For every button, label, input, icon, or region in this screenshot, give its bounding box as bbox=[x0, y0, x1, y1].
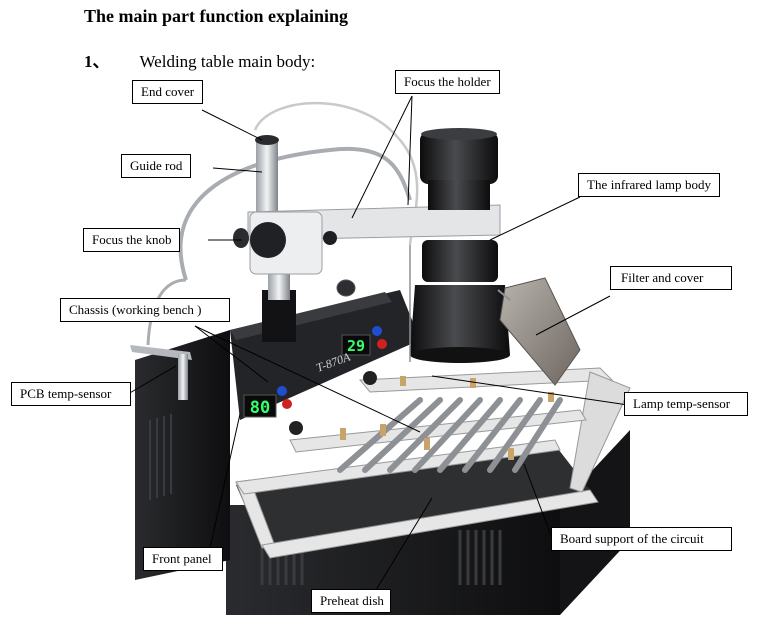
power-knob[interactable] bbox=[336, 279, 356, 297]
upper-frame-rail bbox=[358, 367, 614, 393]
filter-cover[interactable] bbox=[499, 277, 581, 386]
label-filter-cover: Filter and cover bbox=[610, 266, 732, 290]
guide-rod bbox=[256, 140, 278, 215]
focus-knob[interactable] bbox=[250, 222, 286, 258]
left-tower bbox=[135, 330, 230, 580]
section-title: Welding table main body: bbox=[139, 52, 316, 71]
preheat-up-button[interactable] bbox=[277, 386, 287, 396]
lamp-reflector bbox=[410, 285, 510, 355]
clamp-knob-back[interactable] bbox=[363, 371, 377, 385]
lamp-display bbox=[341, 334, 371, 356]
preheat-down-button[interactable] bbox=[282, 399, 292, 409]
sensor-cable bbox=[146, 278, 187, 346]
label-guide-rod: Guide rod bbox=[121, 154, 192, 178]
lamp-top-rim bbox=[421, 128, 497, 140]
base-side bbox=[560, 430, 630, 615]
lamp-down-button[interactable] bbox=[377, 339, 387, 349]
filter-hinge bbox=[497, 289, 511, 301]
lamp-display-value: 29 bbox=[347, 337, 365, 355]
end-cover bbox=[255, 135, 279, 145]
label-end-cover: End cover bbox=[132, 80, 204, 104]
label-pcb-sensor: PCB temp-sensor bbox=[11, 382, 131, 406]
lamp-neck bbox=[428, 180, 490, 210]
preheat-display bbox=[243, 394, 277, 418]
label-focus-knob: Focus the knob bbox=[83, 228, 181, 252]
gooseneck-cable bbox=[178, 146, 412, 281]
leader-lines bbox=[127, 95, 629, 591]
section-number: 1、 bbox=[84, 52, 110, 71]
pcb-sensor-clamp[interactable] bbox=[130, 345, 192, 360]
label-front-panel: Front panel bbox=[143, 547, 223, 571]
focus-knob-small[interactable] bbox=[233, 228, 249, 248]
lamp-top-cap bbox=[420, 132, 498, 184]
label-focus-holder: Focus the holder bbox=[395, 70, 500, 94]
label-board-support: Board support of the circuit bbox=[551, 527, 732, 551]
pcb-sensor-post bbox=[178, 354, 188, 400]
label-lamp-sensor: Lamp temp-sensor bbox=[624, 392, 748, 416]
section-heading: 1、 Welding table main body: bbox=[84, 47, 315, 72]
page-heading: The main part function explaining bbox=[84, 6, 349, 26]
tower-vent bbox=[149, 414, 172, 500]
upper-frame-side bbox=[569, 371, 631, 493]
lamp-mouth bbox=[410, 347, 510, 363]
preheat-display-value: 80 bbox=[250, 398, 270, 418]
label-infrared-lamp: The infrared lamp body bbox=[578, 173, 720, 197]
label-chassis: Chassis (working bench ) bbox=[60, 298, 230, 322]
label-preheat-dish: Preheat dish bbox=[311, 589, 391, 613]
frame-front-rail bbox=[261, 489, 599, 559]
lamp-up-button[interactable] bbox=[372, 326, 382, 336]
board-pins bbox=[340, 376, 554, 460]
clamp-knob-front[interactable] bbox=[289, 421, 303, 435]
lock-screw[interactable] bbox=[323, 231, 337, 245]
table-bed bbox=[236, 445, 590, 545]
heater-tubes bbox=[337, 397, 563, 473]
lamp-body bbox=[422, 240, 498, 282]
